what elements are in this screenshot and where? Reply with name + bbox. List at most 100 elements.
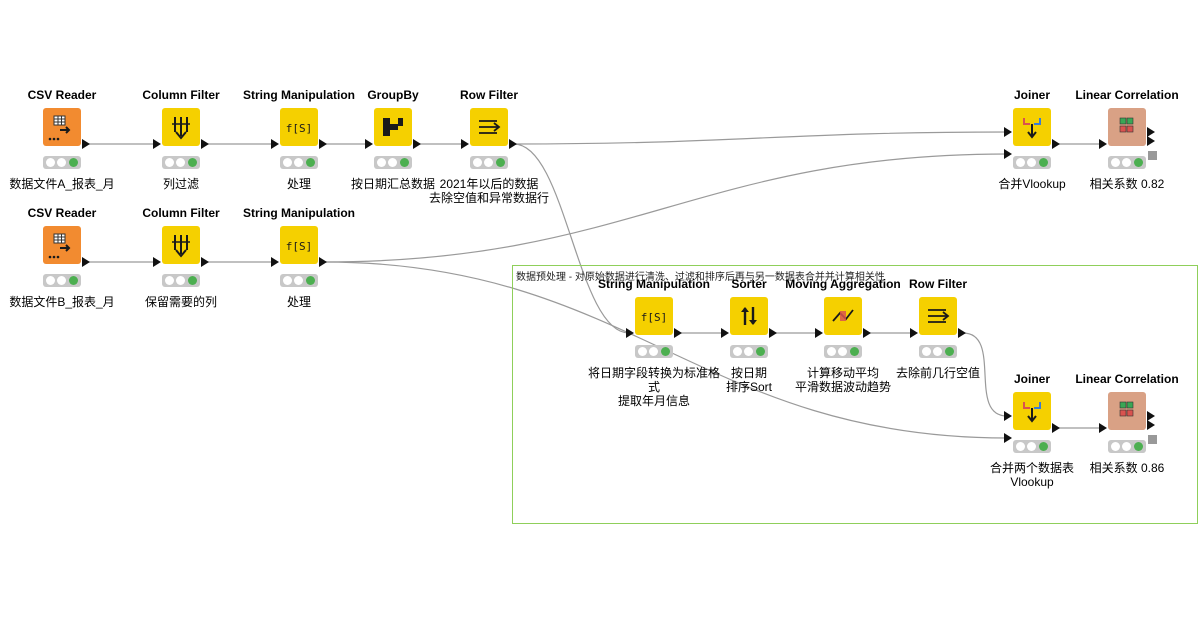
string-manipulation-icon[interactable]: f[S] — [280, 108, 318, 146]
node-status-traffic-light — [1108, 440, 1146, 453]
output-port-icon[interactable] — [1052, 139, 1060, 149]
output-port-icon[interactable] — [1147, 420, 1155, 430]
groupby-icon[interactable] — [374, 108, 412, 146]
input-port-icon[interactable] — [1004, 127, 1012, 137]
node-status-traffic-light — [1013, 440, 1051, 453]
status-light-green — [849, 347, 859, 356]
input-port-icon[interactable] — [626, 328, 634, 338]
joiner-icon[interactable] — [1013, 108, 1051, 146]
sorter-icon[interactable] — [730, 297, 768, 335]
node-rf1[interactable]: Row Filter 2021年以后的数据 去除空值和异常数据行 — [419, 88, 559, 205]
input-port-icon[interactable] — [1099, 423, 1107, 433]
node-sm2[interactable]: String Manipulation f[S] 处理 — [229, 206, 369, 309]
status-light-off — [46, 276, 56, 285]
input-port-icon[interactable] — [721, 328, 729, 338]
node-caption: 处理 — [286, 295, 311, 309]
output-port-icon[interactable] — [1147, 136, 1155, 146]
input-port-icon[interactable] — [910, 328, 918, 338]
output-port-icon[interactable] — [769, 328, 777, 338]
output-port-icon[interactable] — [319, 257, 327, 267]
column-filter-icon[interactable] — [162, 226, 200, 264]
node-title: Column Filter — [142, 206, 220, 220]
node-gb1[interactable]: GroupBy 按日期汇总数据 — [323, 88, 463, 191]
node-status-traffic-light — [162, 156, 200, 169]
node-jn2[interactable]: Joiner 合并两个数据表 Vlookup — [962, 372, 1102, 489]
node-jn1[interactable]: Joiner 合并Vlookup — [962, 88, 1102, 191]
status-light-off — [1111, 158, 1121, 167]
node-status-traffic-light — [280, 274, 318, 287]
output-port-icon[interactable] — [201, 257, 209, 267]
linear-correlation-icon[interactable] — [1108, 108, 1146, 146]
node-status-traffic-light — [1108, 156, 1146, 169]
output-port-icon[interactable] — [1147, 127, 1155, 137]
input-port-icon[interactable] — [815, 328, 823, 338]
node-status-traffic-light — [824, 345, 862, 358]
output-port-icon[interactable] — [413, 139, 421, 149]
output-port-icon[interactable] — [82, 139, 90, 149]
output-port-icon[interactable] — [1052, 423, 1060, 433]
svg-text:f[S]: f[S] — [286, 122, 313, 135]
node-lc1[interactable]: Linear Correlation 相关系数 0.82 — [1057, 88, 1197, 191]
node-status-traffic-light — [43, 274, 81, 287]
node-status-traffic-light — [374, 156, 412, 169]
node-csv1[interactable]: CSV Reader 数据文件A_报表_月 — [0, 88, 132, 191]
input-port-icon[interactable] — [461, 139, 469, 149]
input-port-icon[interactable] — [1004, 433, 1012, 443]
input-port-icon[interactable] — [153, 257, 161, 267]
node-csv2[interactable]: CSV Reader 数据文件B_报表_月 — [0, 206, 132, 309]
connection-rf1-jn1[interactable] — [513, 131, 1008, 145]
input-port-icon[interactable] — [1099, 139, 1107, 149]
output-port-icon[interactable] — [1147, 411, 1155, 421]
linear-correlation-icon[interactable] — [1108, 392, 1146, 430]
node-sm3[interactable]: String Manipulation f[S] 将日期字段转换为标准格式 提取… — [584, 277, 724, 408]
output-port-icon[interactable] — [319, 139, 327, 149]
input-port-icon[interactable] — [1004, 149, 1012, 159]
node-rf2[interactable]: Row Filter 去除前几行空值 — [868, 277, 1008, 380]
connection-sm2-jn1[interactable] — [323, 153, 1008, 263]
status-light-off — [933, 347, 943, 356]
output-port-icon[interactable] — [958, 328, 966, 338]
workflow-annotation[interactable]: 数据预处理 - 对原始数据进行清洗、过滤和排序后再与另一数据表合并并计算相关性 — [512, 265, 1198, 524]
column-filter-icon[interactable] — [162, 108, 200, 146]
status-light-off — [294, 158, 304, 167]
output-port-icon[interactable] — [509, 139, 517, 149]
node-cf2[interactable]: Column Filter 保留需要的列 — [111, 206, 251, 309]
status-light-off — [57, 276, 67, 285]
connection-rf2-jn2[interactable] — [962, 332, 1008, 417]
output-port-icon[interactable] — [201, 139, 209, 149]
row-filter-icon[interactable] — [919, 297, 957, 335]
model-port-icon[interactable] — [1148, 151, 1157, 160]
input-port-icon[interactable] — [271, 257, 279, 267]
string-manipulation-icon[interactable]: f[S] — [635, 297, 673, 335]
input-port-icon[interactable] — [271, 139, 279, 149]
joiner-icon[interactable] — [1013, 392, 1051, 430]
status-light-green — [305, 158, 315, 167]
node-ma1[interactable]: Moving Aggregation 计算移动平均 平滑数据波动趋势 — [773, 277, 913, 394]
node-so1[interactable]: Sorter 按日期 排序Sort — [679, 277, 819, 394]
moving-aggregation-icon[interactable] — [824, 297, 862, 335]
node-title: Column Filter — [142, 88, 220, 102]
status-light-off — [283, 158, 293, 167]
input-port-icon[interactable] — [153, 139, 161, 149]
node-cf1[interactable]: Column Filter 列过滤 — [111, 88, 251, 191]
csv-reader-icon[interactable] — [43, 226, 81, 264]
output-port-icon[interactable] — [863, 328, 871, 338]
node-sm1[interactable]: String Manipulation f[S] 处理 — [229, 88, 369, 191]
output-port-icon[interactable] — [82, 257, 90, 267]
status-light-green — [68, 158, 78, 167]
output-port-icon[interactable] — [674, 328, 682, 338]
csv-reader-icon[interactable] — [43, 108, 81, 146]
connection-rf1-sm3[interactable] — [513, 143, 630, 334]
node-status-traffic-light — [730, 345, 768, 358]
model-port-icon[interactable] — [1148, 435, 1157, 444]
string-manipulation-icon[interactable]: f[S] — [280, 226, 318, 264]
node-lc2[interactable]: Linear Correlation 相关系数 0.86 — [1057, 372, 1197, 475]
row-filter-icon[interactable] — [470, 108, 508, 146]
input-port-icon[interactable] — [1004, 411, 1012, 421]
node-title: Joiner — [1013, 372, 1050, 386]
node-status-traffic-light — [1013, 156, 1051, 169]
status-light-green — [1038, 158, 1048, 167]
input-port-icon[interactable] — [365, 139, 373, 149]
status-light-off — [1122, 442, 1132, 451]
